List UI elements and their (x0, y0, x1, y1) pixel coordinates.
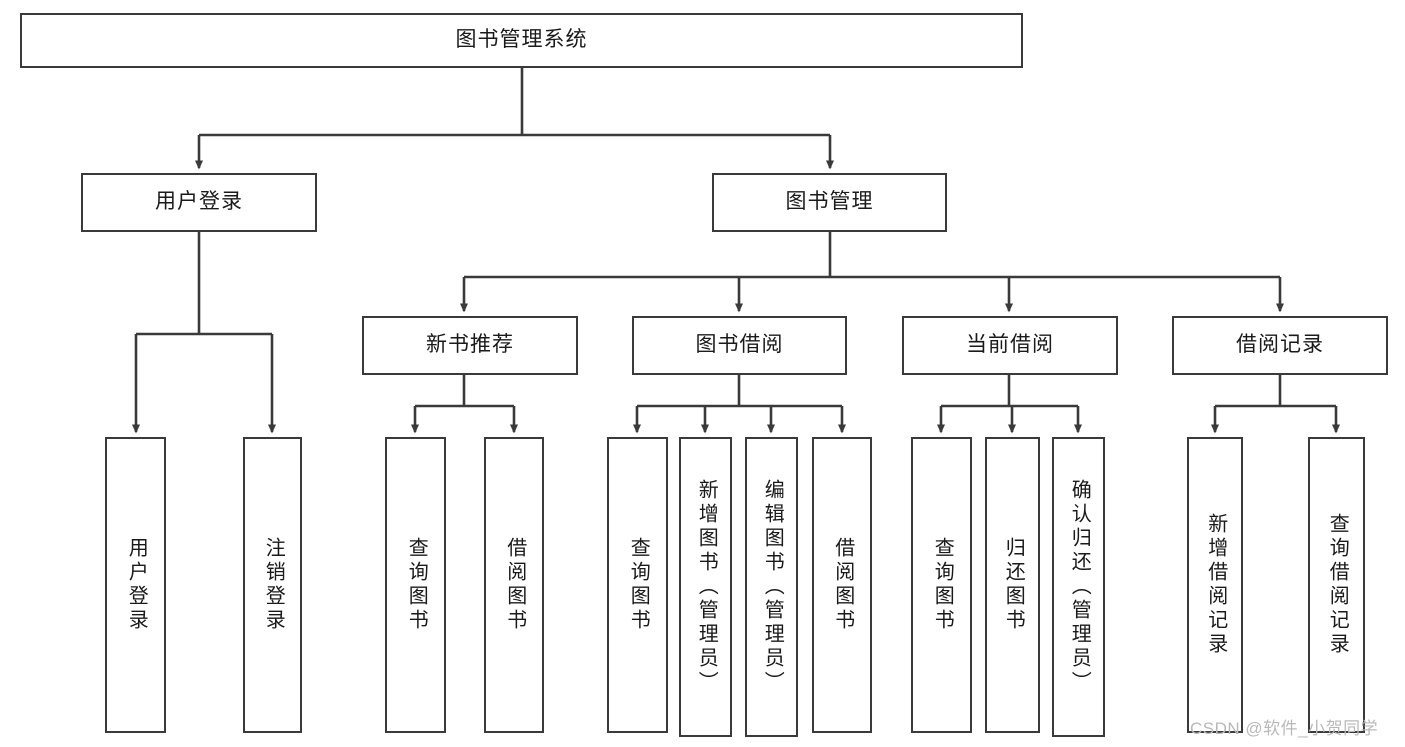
leaf-query-books-current[interactable]: 查询图书 (911, 437, 972, 733)
node-root-book-management-system[interactable]: 图书管理系统 (20, 13, 1023, 68)
node-label: 借阅图书 (503, 537, 526, 633)
leaf-borrow-books[interactable]: 借阅图书 (812, 437, 872, 733)
node-label: 图书管理 (785, 190, 874, 214)
node-book-management[interactable]: 图书管理 (712, 173, 947, 232)
edge-group-new-book (411, 375, 518, 434)
leaf-logout-login[interactable]: 注销登录 (243, 437, 302, 733)
edge-group-current-borrow (937, 375, 1082, 434)
node-label: 图书借阅 (695, 333, 784, 357)
edge-group-borrow-record (1211, 375, 1340, 434)
leaf-confirm-return-admin[interactable]: 确认归还（管理员） (1052, 437, 1105, 737)
node-label: 当前借阅 (966, 333, 1054, 357)
leaf-query-borrow-record[interactable]: 查询借阅记录 (1308, 437, 1365, 733)
node-label: 查询图书 (931, 537, 954, 633)
leaf-add-borrow-record[interactable]: 新增借阅记录 (1187, 437, 1243, 733)
leaf-borrow-books-new[interactable]: 借阅图书 (484, 437, 544, 733)
edge-group-book-management (460, 232, 1284, 313)
node-user-login[interactable]: 用户登录 (81, 173, 317, 232)
node-label: 借阅记录 (1236, 333, 1324, 357)
node-label: 用户登录 (155, 190, 243, 214)
node-new-book-recommendation[interactable]: 新书推荐 (362, 316, 578, 375)
leaf-user-login[interactable]: 用户登录 (105, 437, 166, 733)
node-label: 编辑图书（管理员） (761, 479, 784, 695)
edge-group-root (195, 68, 834, 170)
node-current-borrowing[interactable]: 当前借阅 (902, 316, 1118, 375)
edge-group-book-borrow (633, 375, 846, 434)
leaf-query-books-new[interactable]: 查询图书 (385, 437, 446, 733)
node-label: 新增图书（管理员） (695, 479, 718, 695)
leaf-edit-book-admin[interactable]: 编辑图书（管理员） (745, 437, 798, 737)
node-label: 新书推荐 (426, 333, 514, 357)
node-label: 用户登录 (125, 537, 148, 633)
node-label: 新增借阅记录 (1204, 513, 1227, 657)
node-label: 借阅图书 (831, 537, 854, 633)
node-book-borrowing[interactable]: 图书借阅 (632, 316, 847, 375)
node-label: 归还图书 (1002, 537, 1025, 633)
edge-group-user-login (132, 232, 276, 434)
node-label: 确认归还（管理员） (1068, 479, 1091, 695)
node-label: 图书管理系统 (455, 28, 588, 52)
node-label: 查询借阅记录 (1326, 513, 1349, 657)
leaf-return-books[interactable]: 归还图书 (985, 437, 1040, 733)
csdn-watermark: CSDN @软件_小贺同学 (1190, 719, 1379, 738)
node-label: 注销登录 (262, 537, 285, 633)
node-label: 查询图书 (627, 537, 650, 633)
node-borrowing-record[interactable]: 借阅记录 (1172, 316, 1388, 375)
leaf-add-book-admin[interactable]: 新增图书（管理员） (679, 437, 732, 737)
node-label: 查询图书 (405, 537, 428, 633)
leaf-query-books-borrow[interactable]: 查询图书 (607, 437, 668, 733)
